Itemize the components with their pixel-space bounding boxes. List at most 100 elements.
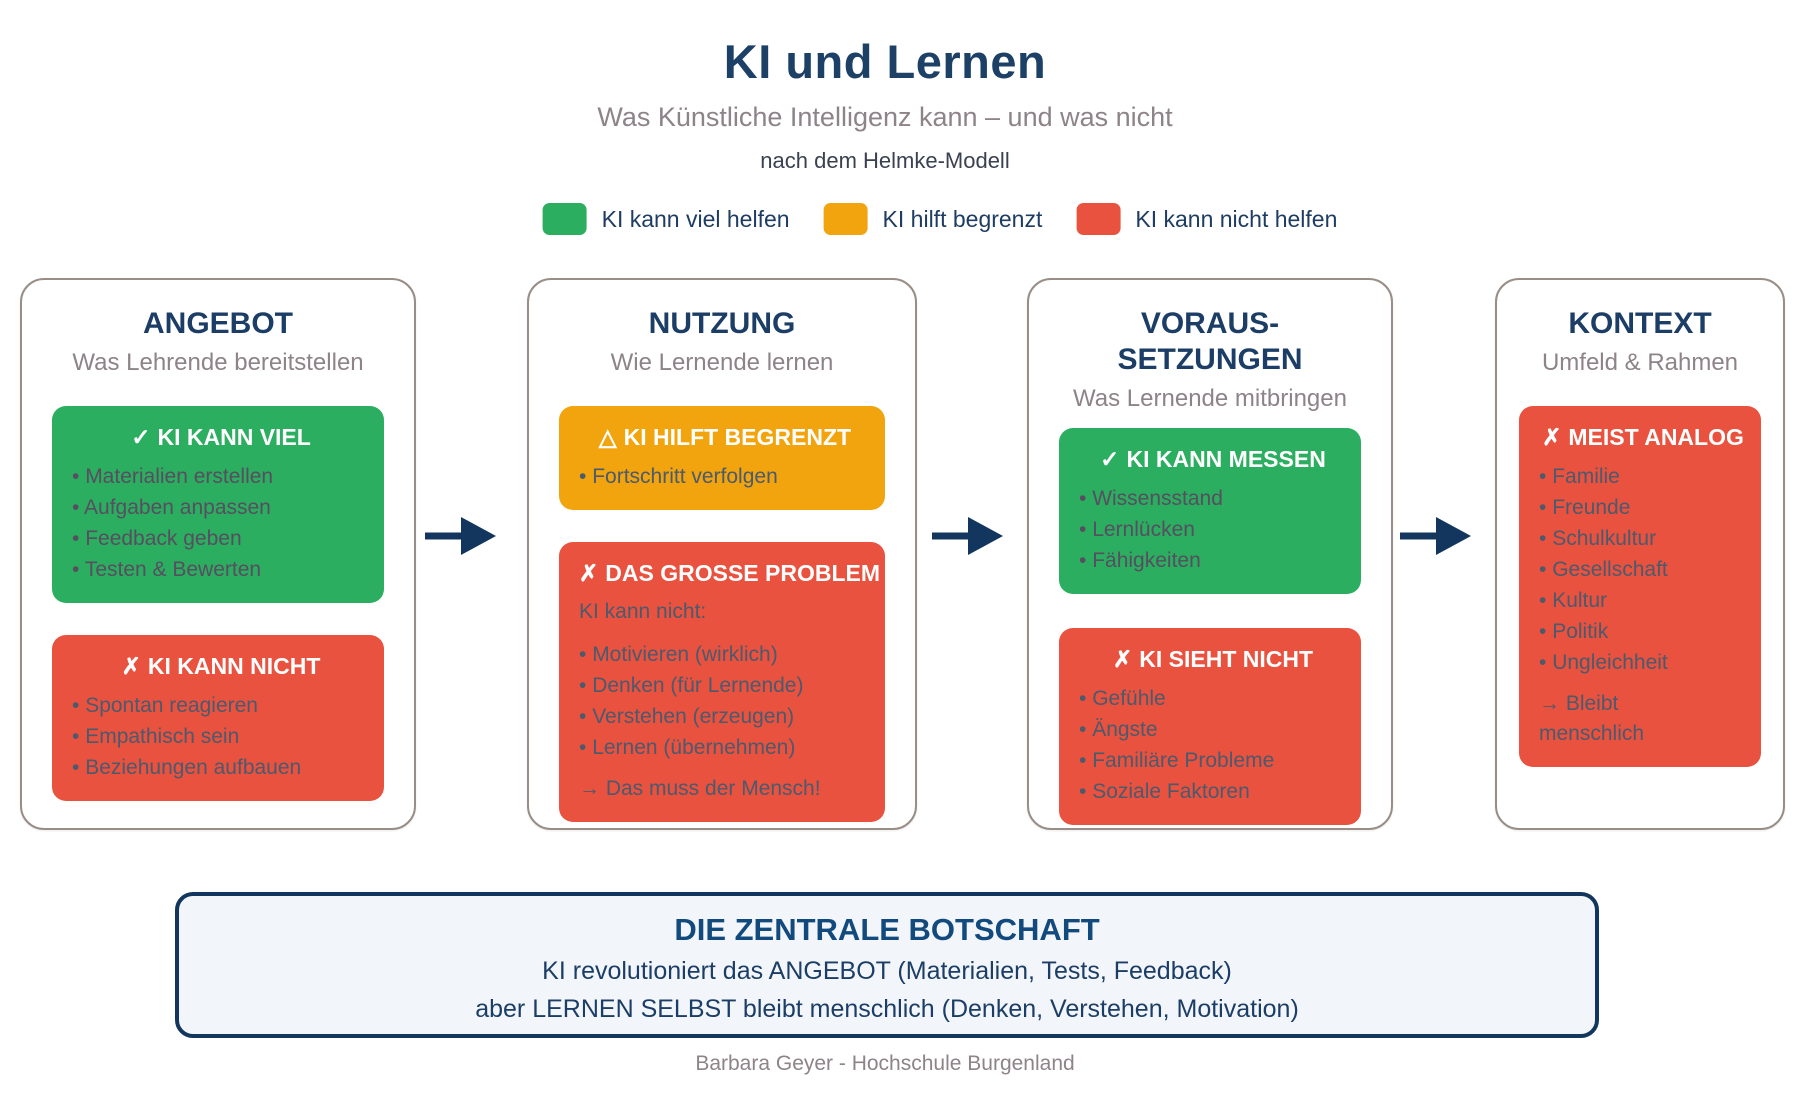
panel-subtitle: Umfeld & Rahmen	[1541, 349, 1739, 376]
box-heading-text: DAS GROSSE PROBLEM	[605, 560, 881, 586]
cross-icon: ✗	[1112, 646, 1133, 672]
list-item: Politik	[1539, 616, 1747, 647]
list-item: Testen & Bewerten	[72, 554, 370, 585]
box-items: Spontan reagieren Empathisch sein Bezieh…	[72, 690, 370, 783]
list-item: Soziale Faktoren	[1079, 776, 1347, 807]
header: KI und Lernen Was Künstliche Intelligenz…	[597, 34, 1172, 174]
cross-icon: ✗	[121, 653, 141, 679]
panel-title-line: NUTZUNG	[648, 307, 796, 340]
list-item: Familiäre Probleme	[1079, 745, 1347, 776]
legend-label: KI hilft begrenzt	[882, 205, 1043, 232]
cross-icon: ✗	[579, 560, 599, 586]
box-intro: KI kann nicht:	[579, 600, 707, 623]
page-subtitle: Was Künstliche Intelligenz kann – und wa…	[597, 102, 1173, 132]
box-ki-hilft-begrenzt: △KI HILFT BEGRENZT Fortschritt verfolgen	[559, 406, 885, 510]
footer-credit: Barbara Geyer - Hochschule Burgenland	[695, 1052, 1075, 1075]
legend-item-positive: KI kann viel helfen	[542, 203, 790, 235]
check-icon: ✓	[1100, 446, 1120, 472]
legend-label: KI kann nicht helfen	[1135, 205, 1338, 232]
box-ki-sieht-nicht: ✗KI SIEHT NICHT Gefühle Ängste Familiäre…	[1059, 628, 1361, 825]
list-item: Kultur	[1539, 585, 1747, 616]
box-items: Materialien erstellen Aufgaben anpassen …	[72, 461, 370, 585]
cross-icon: ✗	[1542, 424, 1562, 450]
box-heading: ✗KI SIEHT NICHT	[1079, 644, 1347, 674]
list-item: Gefühle	[1079, 683, 1347, 714]
list-item: Verstehen (erzeugen)	[579, 701, 871, 732]
list-item: Ängste	[1079, 714, 1347, 745]
list-item: Empathisch sein	[72, 721, 370, 752]
box-heading-text: KI SIEHT NICHT	[1139, 646, 1314, 672]
box-heading: △KI HILFT BEGRENZT	[579, 422, 871, 452]
list-item: Gesellschaft	[1539, 554, 1747, 585]
flow-arrow-3	[1400, 516, 1472, 556]
box-items: Familie Freunde Schulkultur Gesellschaft…	[1539, 461, 1747, 678]
box-heading: ✗MEIST ANALOG	[1539, 422, 1747, 452]
box-heading: ✗KI KANN NICHT	[72, 651, 370, 681]
right-arrow-icon	[1400, 517, 1471, 555]
panel-title-line: KONTEXT	[1568, 307, 1712, 340]
message-line-2: aber LERNEN SELBST bleibt menschlich (De…	[475, 995, 1299, 1023]
list-item: Denken (für Lernende)	[579, 670, 871, 701]
list-item: Aufgaben anpassen	[72, 492, 370, 523]
panel-subtitle: Was Lernende mitbringen	[1073, 385, 1347, 412]
box-heading-text: KI KANN NICHT	[147, 653, 321, 679]
check-icon: ✓	[131, 424, 151, 450]
column-nutzung: NUTZUNG Wie Lernende lernen △KI HILFT BE…	[527, 278, 917, 830]
legend-label: KI kann viel helfen	[601, 205, 790, 232]
warning-triangle-icon: △	[598, 424, 617, 450]
box-heading-text: KI KANN MESSEN	[1126, 446, 1326, 472]
list-item: Lernlücken	[1079, 514, 1347, 545]
panel-title-line: ANGEBOT	[143, 307, 293, 340]
column-voraussetzungen: VORAUS- SETZUNGEN Was Lernende mitbringe…	[1027, 278, 1393, 830]
box-heading-text: KI HILFT BEGRENZT	[623, 424, 852, 450]
box-heading: ✓KI KANN VIEL	[72, 422, 370, 452]
list-item: Fortschritt verfolgen	[579, 461, 871, 492]
page-title: KI und Lernen	[723, 35, 1047, 88]
list-item: Beziehungen aufbauen	[72, 752, 370, 783]
flow-arrow-1	[425, 516, 497, 556]
list-item: Wissensstand	[1079, 483, 1347, 514]
list-item: Schulkultur	[1539, 523, 1747, 554]
box-meist-analog: ✗MEIST ANALOG Familie Freunde Schulkultu…	[1519, 406, 1761, 767]
list-item: Spontan reagieren	[72, 690, 370, 721]
panel-subtitle: Was Lehrende bereitstellen	[72, 349, 364, 376]
column-kontext: KONTEXT Umfeld & Rahmen ✗MEIST ANALOG Fa…	[1495, 278, 1785, 830]
flow-arrow-2	[932, 516, 1004, 556]
legend-item-negative: KI kann nicht helfen	[1076, 203, 1337, 235]
list-item: Materialien erstellen	[72, 461, 370, 492]
box-items: Gefühle Ängste Familiäre Probleme Sozial…	[1079, 683, 1347, 807]
panel-title: ANGEBOT	[22, 306, 414, 342]
list-item: Feedback geben	[72, 523, 370, 554]
message-line-1: KI revolutioniert das ANGEBOT (Materiali…	[542, 957, 1232, 985]
box-items: Wissensstand Lernlücken Fähigkeiten	[1079, 483, 1347, 576]
box-ki-kann-viel: ✓KI KANN VIEL Materialien erstellen Aufg…	[52, 406, 384, 603]
box-das-grosse-problem: ✗DAS GROSSE PROBLEM KI kann nicht: Motiv…	[559, 542, 885, 822]
panel-title: VORAUS- SETZUNGEN	[1029, 306, 1391, 378]
green-swatch-icon	[542, 203, 587, 235]
list-item: Freunde	[1539, 492, 1747, 523]
box-heading: ✓KI KANN MESSEN	[1079, 444, 1347, 474]
right-arrow-icon	[425, 517, 496, 555]
box-note: → Das muss der Mensch!	[579, 777, 821, 800]
box-note: → Bleibt menschlich	[1539, 692, 1645, 745]
panel-subtitle: Wie Lernende lernen	[610, 349, 834, 376]
panel-title-line: SETZUNGEN	[1117, 343, 1303, 376]
orange-swatch-icon	[823, 203, 868, 235]
box-ki-kann-messen: ✓KI KANN MESSEN Wissensstand Lernlücken …	[1059, 428, 1361, 594]
message-title: DIE ZENTRALE BOTSCHAFT	[674, 912, 1100, 947]
box-heading-text: KI KANN VIEL	[157, 424, 311, 450]
box-ki-kann-nicht: ✗KI KANN NICHT Spontan reagieren Empathi…	[52, 635, 384, 801]
box-items: Fortschritt verfolgen	[579, 461, 871, 492]
box-items: Motivieren (wirklich) Denken (für Lernen…	[579, 639, 871, 763]
red-swatch-icon	[1076, 203, 1121, 235]
list-item: Ungleichheit	[1539, 647, 1747, 678]
box-heading-text: MEIST ANALOG	[1568, 424, 1744, 450]
box-heading: ✗DAS GROSSE PROBLEM	[579, 558, 880, 588]
column-angebot: ANGEBOT Was Lehrende bereitstellen ✓KI K…	[20, 278, 416, 830]
list-item: Fähigkeiten	[1079, 545, 1347, 576]
right-arrow-icon	[932, 517, 1003, 555]
list-item: Motivieren (wirklich)	[579, 639, 871, 670]
legend: KI kann viel helfen KI hilft begrenzt KI…	[542, 203, 1337, 235]
panel-title: NUTZUNG	[529, 306, 915, 342]
